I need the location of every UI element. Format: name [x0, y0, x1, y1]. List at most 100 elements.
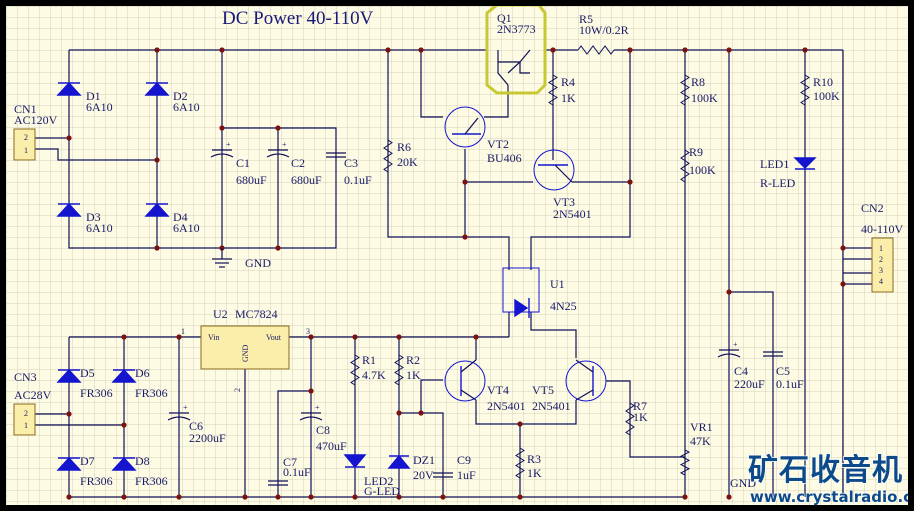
c8-ref: C8	[316, 423, 330, 437]
junction-dot	[176, 494, 182, 500]
u2-pin-2: 2	[233, 388, 242, 392]
junction-dot	[308, 388, 314, 394]
d5-value: FR306	[80, 386, 113, 400]
junction-dot	[275, 245, 281, 251]
transistor-q1	[497, 49, 531, 86]
diode-d5	[56, 368, 82, 383]
connector-cn3: 2 1	[13, 403, 36, 436]
wire	[420, 50, 443, 118]
schematic-title: DC Power 40-110V	[222, 8, 374, 29]
resistor-r10	[800, 74, 810, 106]
cn2-pin-2: 2	[879, 255, 883, 264]
connector-cn2: 1 2 3 4	[871, 237, 894, 293]
diode-d8	[111, 456, 137, 471]
resistor-r7	[625, 402, 635, 436]
u2-value: MC7824	[235, 307, 278, 321]
emitter-lead	[575, 389, 594, 401]
junction-dot	[176, 334, 182, 340]
q1-value: 2N3773	[497, 22, 536, 36]
transistor-body	[444, 106, 486, 148]
r10-value: 100K	[813, 89, 840, 103]
junction-dot	[352, 494, 358, 500]
junction-dot	[154, 47, 160, 53]
wire	[475, 400, 577, 425]
collector-lead	[575, 359, 594, 373]
dz1-ref: DZ1	[413, 453, 435, 467]
c9-value: 1uF	[457, 468, 476, 482]
c7-value: 0.1uF	[283, 465, 311, 479]
junction-dot	[275, 494, 281, 500]
vr1-ref: VR1	[690, 420, 713, 434]
collector-lead	[460, 359, 477, 373]
optocoupler-u1	[502, 267, 540, 318]
u1-ref: U1	[550, 277, 565, 291]
r9-ref: R9	[689, 145, 703, 159]
plus-sign: +	[226, 140, 231, 149]
vt2-value: BU406	[487, 151, 522, 165]
c4-value: 220uF	[734, 377, 765, 391]
wire	[387, 50, 510, 270]
transistor-vt2	[444, 106, 486, 148]
r2-value: 1K	[406, 368, 421, 382]
resistor-vr1	[679, 449, 691, 476]
junction-dot	[121, 334, 127, 340]
wire	[399, 412, 444, 497]
cn3-pin-1: 1	[24, 421, 28, 430]
capacitor-c8: +	[299, 403, 323, 421]
capacitor-c1: +	[210, 140, 234, 158]
cn3-value: AC28V	[14, 388, 52, 402]
resistor-r4	[548, 74, 558, 106]
u2-vout-label: Vout	[266, 333, 282, 342]
junction-dot	[462, 179, 468, 185]
dz1-value: 20V	[413, 468, 434, 482]
gnd-label-bottom: GND	[730, 476, 756, 490]
c8-value: 470uF	[316, 439, 347, 453]
q1-ref: Q1	[497, 11, 512, 25]
c6-value: 2200uF	[189, 431, 226, 445]
d8-ref: D8	[135, 454, 150, 468]
schematic-canvas: DC Power 40-110V +++++ CN1 AC120V D1 6A1…	[6, 6, 908, 505]
c5-value: 0.1uF	[776, 377, 804, 391]
vt5-ref: VT5	[532, 383, 554, 397]
transistor-vt3	[533, 149, 575, 191]
d5-ref: D5	[80, 366, 95, 380]
wire	[277, 390, 311, 497]
c7-ref: C7	[283, 455, 297, 469]
r2-ref: R2	[406, 353, 420, 367]
r3-ref: R3	[527, 452, 541, 466]
junction-dot	[840, 281, 846, 287]
led1-value: R-LED	[760, 176, 796, 190]
cn2-pin-4: 4	[879, 277, 883, 286]
transistor-body	[533, 149, 575, 191]
led-led1	[793, 157, 817, 170]
r8-ref: R8	[691, 75, 705, 89]
vt5-value: 2N5401	[532, 399, 571, 413]
u2-ref: U2	[213, 307, 228, 321]
junction-dot	[682, 494, 688, 500]
emitter-lead	[464, 117, 479, 135]
junction-dot	[627, 47, 633, 53]
vt3-value: 2N5401	[553, 207, 592, 221]
resistor-r2	[394, 354, 404, 386]
d2-value: 6A10	[173, 100, 200, 114]
junction-dot	[840, 245, 846, 251]
r6-ref: R6	[397, 140, 411, 154]
junction-dot	[121, 494, 127, 500]
junction-dot	[550, 47, 556, 53]
cn1-pin-1: 1	[24, 146, 28, 155]
cap-curved-plate	[717, 353, 741, 358]
c2-ref: C2	[291, 156, 305, 170]
junction-dot	[462, 234, 468, 240]
u2-gnd-label: GND	[241, 344, 250, 362]
d1-value: 6A10	[86, 100, 113, 114]
c6-ref: C6	[189, 419, 203, 433]
c5-ref: C5	[776, 364, 790, 378]
diode-triangle	[144, 202, 170, 217]
c3-ref: C3	[344, 156, 358, 170]
led-triangle	[514, 298, 529, 318]
d4-ref: D4	[173, 210, 188, 224]
junction-dot	[418, 47, 424, 53]
q1-highlight-frame	[485, 6, 547, 95]
r4-ref: R4	[561, 75, 575, 89]
r5-ref: R5	[579, 12, 593, 26]
